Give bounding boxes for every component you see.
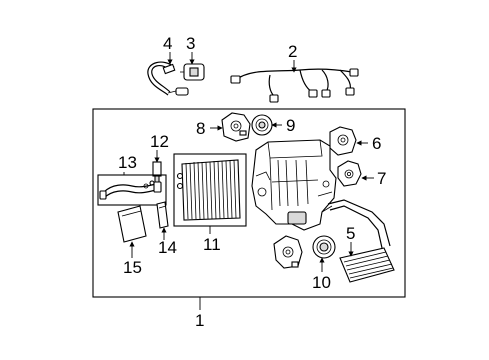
callout-13: 13	[118, 153, 137, 172]
callout-6: 6	[372, 134, 381, 153]
part-15-cover	[117, 205, 147, 243]
leader-lines	[123, 52, 374, 310]
heater-case-housing	[251, 139, 337, 231]
part-6-actuator	[329, 126, 357, 156]
callout-12: 12	[150, 132, 169, 151]
part-13-tube-assembly	[97, 174, 167, 206]
callout-3: 3	[186, 34, 195, 53]
callout-15: 15	[123, 258, 142, 277]
part-7-actuator	[337, 160, 362, 187]
part-5-heater-core	[327, 199, 395, 283]
callout-14: 14	[158, 238, 177, 257]
callout-1: 1	[195, 311, 204, 330]
callout-7: 7	[377, 169, 386, 188]
part-10-seal-ring	[312, 235, 336, 259]
part-2-wiring-harness	[230, 68, 359, 103]
callout-9: 9	[286, 116, 295, 135]
part-14-filter-insert	[156, 201, 169, 229]
callout-8: 8	[196, 119, 205, 138]
part-9-gear-ring	[251, 114, 273, 136]
callout-11: 11	[203, 235, 221, 254]
part-4-ac-tube	[147, 61, 189, 96]
callout-4: 4	[163, 34, 172, 53]
callout-10: 10	[312, 273, 331, 292]
callout-2: 2	[288, 42, 297, 61]
blower-actuator	[273, 235, 303, 269]
part-8-actuator	[221, 112, 251, 142]
callout-5: 5	[346, 224, 355, 243]
part-11-evaporator-core	[173, 153, 247, 227]
assembly-outline	[92, 108, 406, 298]
part-3-connector	[180, 63, 205, 81]
tube-assembly-box	[97, 174, 167, 206]
